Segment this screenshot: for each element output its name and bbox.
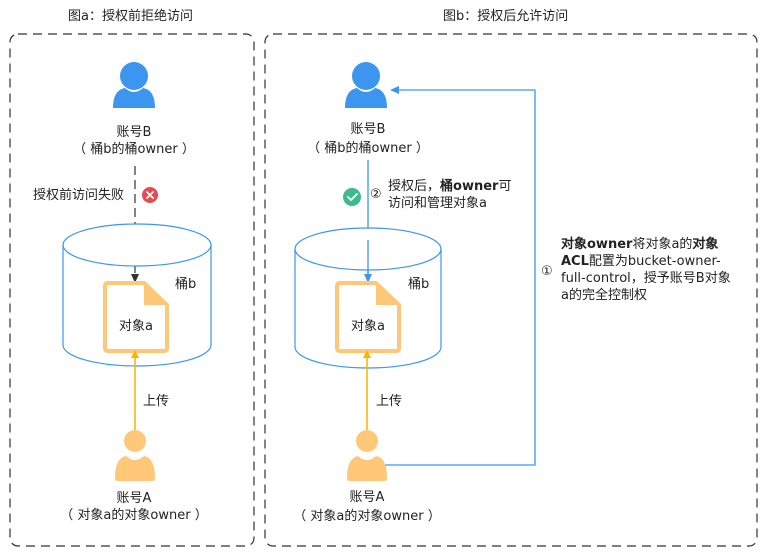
account-a-name: 账号A (349, 490, 385, 505)
figure-a-frame (9, 33, 255, 547)
arrow-head (364, 274, 372, 283)
check-circle-icon (343, 188, 361, 206)
account-a-role: （ 对象a的对象owner ） (60, 508, 208, 523)
figure-a-title: 图a：授权前拒绝访问 (68, 9, 193, 24)
account-b-role: （ 桶b的桶owner ） (307, 141, 429, 156)
close-circle-icon (142, 187, 158, 203)
upload-label: 上传 (143, 394, 170, 409)
grant-acl-line (378, 89, 536, 466)
arrow-head (131, 350, 139, 358)
account-b-name: 账号B (350, 122, 386, 137)
upload-label: 上传 (376, 394, 403, 409)
object-label: 对象a (119, 319, 153, 334)
step-2-number: ② (370, 187, 382, 202)
bucket-label: 桶b (408, 277, 430, 292)
account-b-role: （ 桶b的桶owner ） (73, 142, 195, 157)
step-2-description: 授权后，桶owner可 访问和管理对象a (388, 179, 512, 211)
user-icon (345, 62, 387, 108)
bucket-cylinder (62, 223, 212, 367)
user-icon (113, 62, 155, 108)
deny-label: 授权前访问失败 (33, 188, 125, 203)
arrow-head (131, 274, 139, 283)
user-icon (115, 430, 155, 481)
arrow-head (390, 86, 399, 94)
bucket-label: 桶b (175, 277, 197, 292)
account-b-name: 账号B (116, 125, 152, 140)
figure-b-title: 图b：授权后允许访问 (443, 9, 569, 24)
figure-b-frame (264, 33, 758, 547)
document-icon (335, 281, 401, 353)
step-1-description: 对象owner将对象a的对象 ACL配置为bucket-owner- full-… (561, 237, 731, 303)
object-label: 对象a (351, 319, 385, 334)
account-a-role: （ 对象a的对象owner ） (293, 509, 441, 524)
step-1-number: ① (541, 264, 553, 279)
account-a-name: 账号A (116, 491, 152, 506)
user-icon (347, 430, 387, 481)
arrow-head (363, 350, 371, 358)
document-icon (103, 281, 169, 353)
